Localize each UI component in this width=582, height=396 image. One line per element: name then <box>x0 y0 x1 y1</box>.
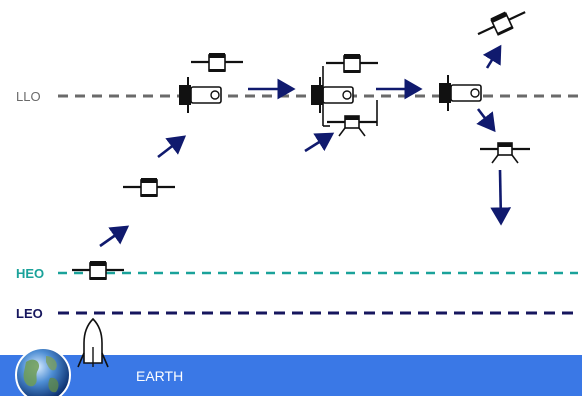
arrow-icon <box>490 169 512 226</box>
spacecraft-icon <box>310 52 380 138</box>
arrow-icon <box>476 108 496 133</box>
rocket-icon <box>77 317 109 368</box>
spacecraft-icon <box>70 259 126 282</box>
arrow-icon <box>157 135 187 159</box>
llo-label: LLO <box>16 89 41 104</box>
arrow-icon <box>482 44 502 69</box>
spacecraft-icon <box>438 74 482 112</box>
spacecraft-icon <box>121 176 177 199</box>
spacecraft-icon <box>478 141 532 165</box>
leo-label: LEO <box>16 306 43 321</box>
earth-globe-icon <box>15 347 71 396</box>
heo-label: HEO <box>16 266 44 281</box>
arrow-icon <box>304 132 335 153</box>
spacecraft-icon <box>178 51 245 114</box>
spacecraft-icon <box>473 2 531 45</box>
earth-label: EARTH <box>136 368 183 384</box>
arrow-icon <box>99 225 130 248</box>
